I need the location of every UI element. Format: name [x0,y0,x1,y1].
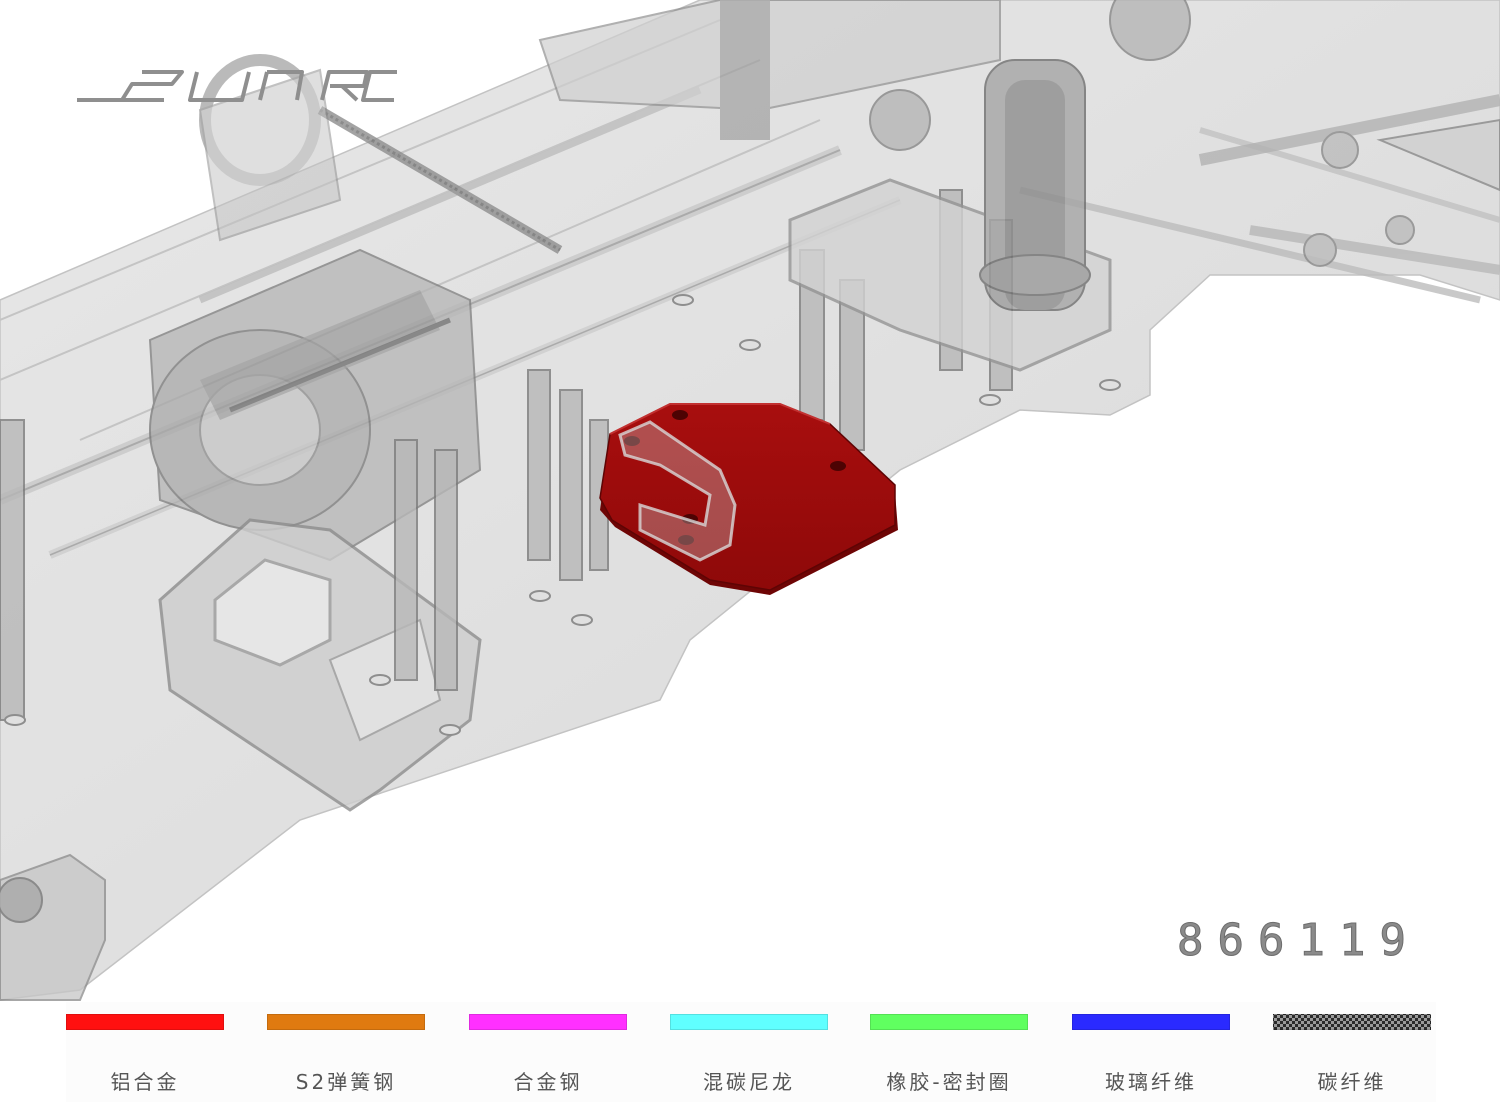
legend-swatch [66,1014,224,1030]
legend-swatch [870,1014,1028,1030]
legend-item-rubber-seal: 橡胶-密封圈 [870,1014,1030,1098]
suspension [1198,94,1500,275]
legend-swatch [670,1014,828,1030]
legend-swatch [469,1014,627,1030]
legend-label: 铝合金 [110,1070,180,1094]
legend-item-carbon-nylon: 混碳尼龙 [670,1014,830,1098]
legend-label: 合金钢 [513,1070,583,1094]
legend-label: 橡胶-密封圈 [886,1070,1012,1094]
legend-item-spring-steel: S2弹簧钢 [267,1014,427,1098]
servo-bracket [788,59,1112,372]
front-components [538,0,1191,151]
legend-label: S2弹簧钢 [295,1070,397,1094]
brand-logo [77,70,397,102]
legend-swatch [1273,1014,1431,1030]
legend-item-carbon-fiber: 碳纤维 [1273,1014,1433,1098]
screw-holes [4,294,1121,736]
legend-label: 混碳尼龙 [703,1070,795,1094]
highlighted-part [599,403,898,595]
legend-label: 碳纤维 [1317,1070,1387,1094]
legend-item-fiberglass: 玻璃纤维 [1072,1014,1232,1098]
legend-swatch [1072,1014,1230,1030]
legend-item-aluminum: 铝合金 [66,1014,226,1098]
legend-item-alloy-steel: 合金钢 [469,1014,629,1098]
legend-swatch [267,1014,425,1030]
material-legend: 铝合金 S2弹簧钢 合金钢 混碳尼龙 橡胶-密封圈 玻璃纤维 碳纤维 [66,1002,1436,1102]
rear-hub [0,853,106,1001]
legend-label: 玻璃纤维 [1105,1070,1197,1094]
part-number: 866119 [1177,915,1420,967]
